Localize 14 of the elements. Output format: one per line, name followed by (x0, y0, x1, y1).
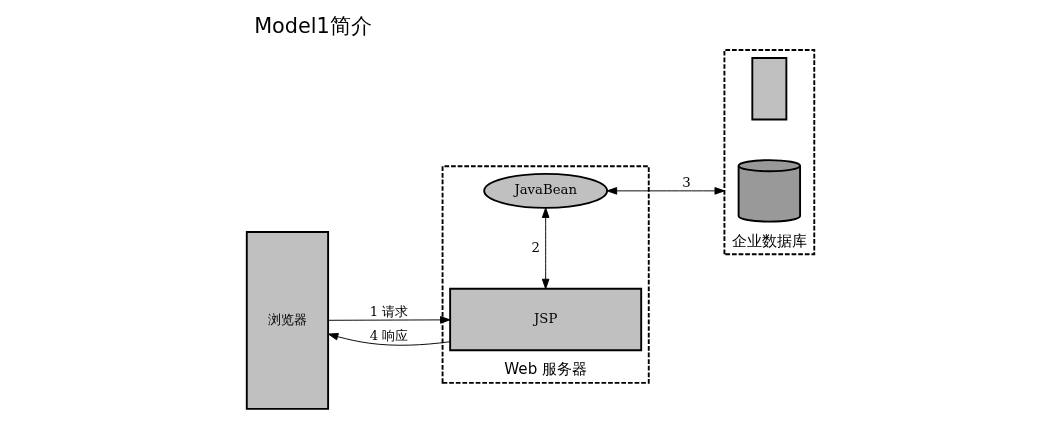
arrow (327, 332, 451, 346)
arrow (606, 187, 725, 195)
edge-label: 3 (682, 175, 691, 191)
node-box (751, 57, 788, 121)
edge-label: 2 (531, 239, 540, 255)
node-box: 浏览器 (245, 231, 330, 410)
arrow (327, 316, 451, 324)
cluster: 企业数据库 (723, 49, 816, 256)
node-ellipse: JavaBean (483, 172, 609, 209)
arrow (541, 207, 550, 290)
edge-label: 4 响应 (369, 327, 409, 343)
edge-label: 1 请求 (369, 303, 409, 319)
diagram-title: Model1简介 (254, 13, 372, 38)
node-box: JSP (449, 287, 643, 352)
